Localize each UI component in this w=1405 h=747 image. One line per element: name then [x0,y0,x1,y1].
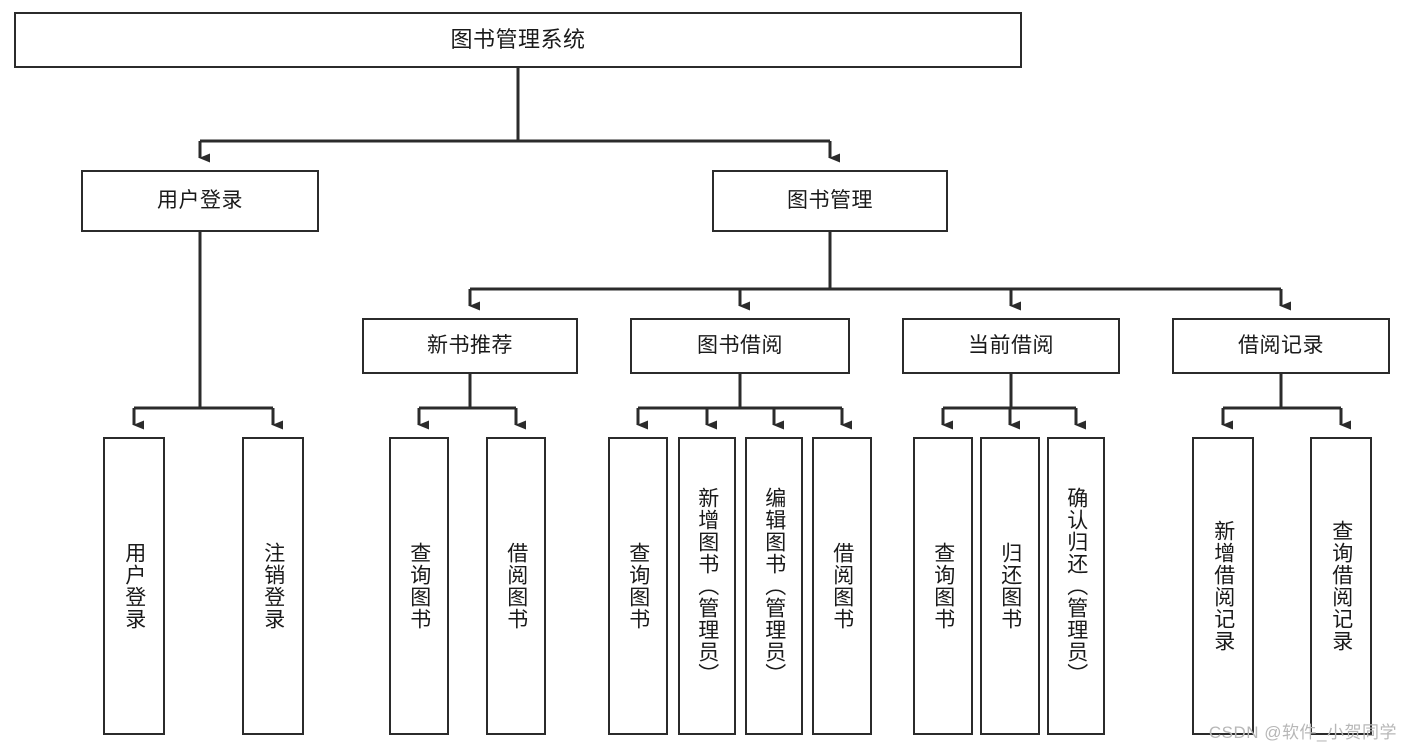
node-login[interactable]: 用户登录 [81,170,319,232]
node-leaf-nb-borrow[interactable]: 借阅图书 [486,437,546,735]
node-leaf-rec-add[interactable]: 新增借阅记录 [1192,437,1254,735]
node-leaf-login[interactable]: 用户登录 [103,437,165,735]
node-leaf-bw-edit[interactable]: 编辑图书（管理员） [745,437,803,735]
node-label: 确认归还（管理员） [1064,487,1088,685]
node-leaf-rec-query[interactable]: 查询借阅记录 [1310,437,1372,735]
node-bookmgmt[interactable]: 图书管理 [712,170,948,232]
node-borrow[interactable]: 图书借阅 [630,318,850,374]
node-leaf-logout[interactable]: 注销登录 [242,437,304,735]
node-label: 新增图书（管理员） [695,487,719,685]
node-label: 新增借阅记录 [1211,520,1235,652]
node-leaf-bw-add[interactable]: 新增图书（管理员） [678,437,736,735]
node-label: 当前借阅 [968,334,1054,358]
node-label: 归还图书 [998,542,1022,630]
node-current[interactable]: 当前借阅 [902,318,1120,374]
node-leaf-cur-return[interactable]: 归还图书 [980,437,1040,735]
node-label: 用户登录 [157,189,243,213]
watermark: CSDN @软件_小贺同学 [1208,723,1397,742]
node-records[interactable]: 借阅记录 [1172,318,1390,374]
node-label: 借阅图书 [830,542,854,630]
node-label: 图书管理 [787,189,873,213]
node-label: 查询图书 [626,542,650,630]
node-leaf-nb-query[interactable]: 查询图书 [389,437,449,735]
node-leaf-bw-borrow[interactable]: 借阅图书 [812,437,872,735]
node-label: 图书借阅 [697,334,783,358]
node-label: 查询图书 [407,542,431,630]
node-label: 新书推荐 [427,334,513,358]
node-label: 编辑图书（管理员） [762,487,786,685]
node-leaf-cur-confirm[interactable]: 确认归还（管理员） [1047,437,1105,735]
node-label: 查询图书 [931,542,955,630]
node-root[interactable]: 图书管理系统 [14,12,1022,68]
node-label: 借阅记录 [1238,334,1324,358]
node-label: 注销登录 [261,542,285,630]
node-label: 用户登录 [122,542,146,630]
node-leaf-bw-query[interactable]: 查询图书 [608,437,668,735]
node-label: 借阅图书 [504,542,528,630]
node-label: 图书管理系统 [450,26,586,52]
node-leaf-cur-query[interactable]: 查询图书 [913,437,973,735]
node-newbook[interactable]: 新书推荐 [362,318,578,374]
node-label: 查询借阅记录 [1329,520,1353,652]
